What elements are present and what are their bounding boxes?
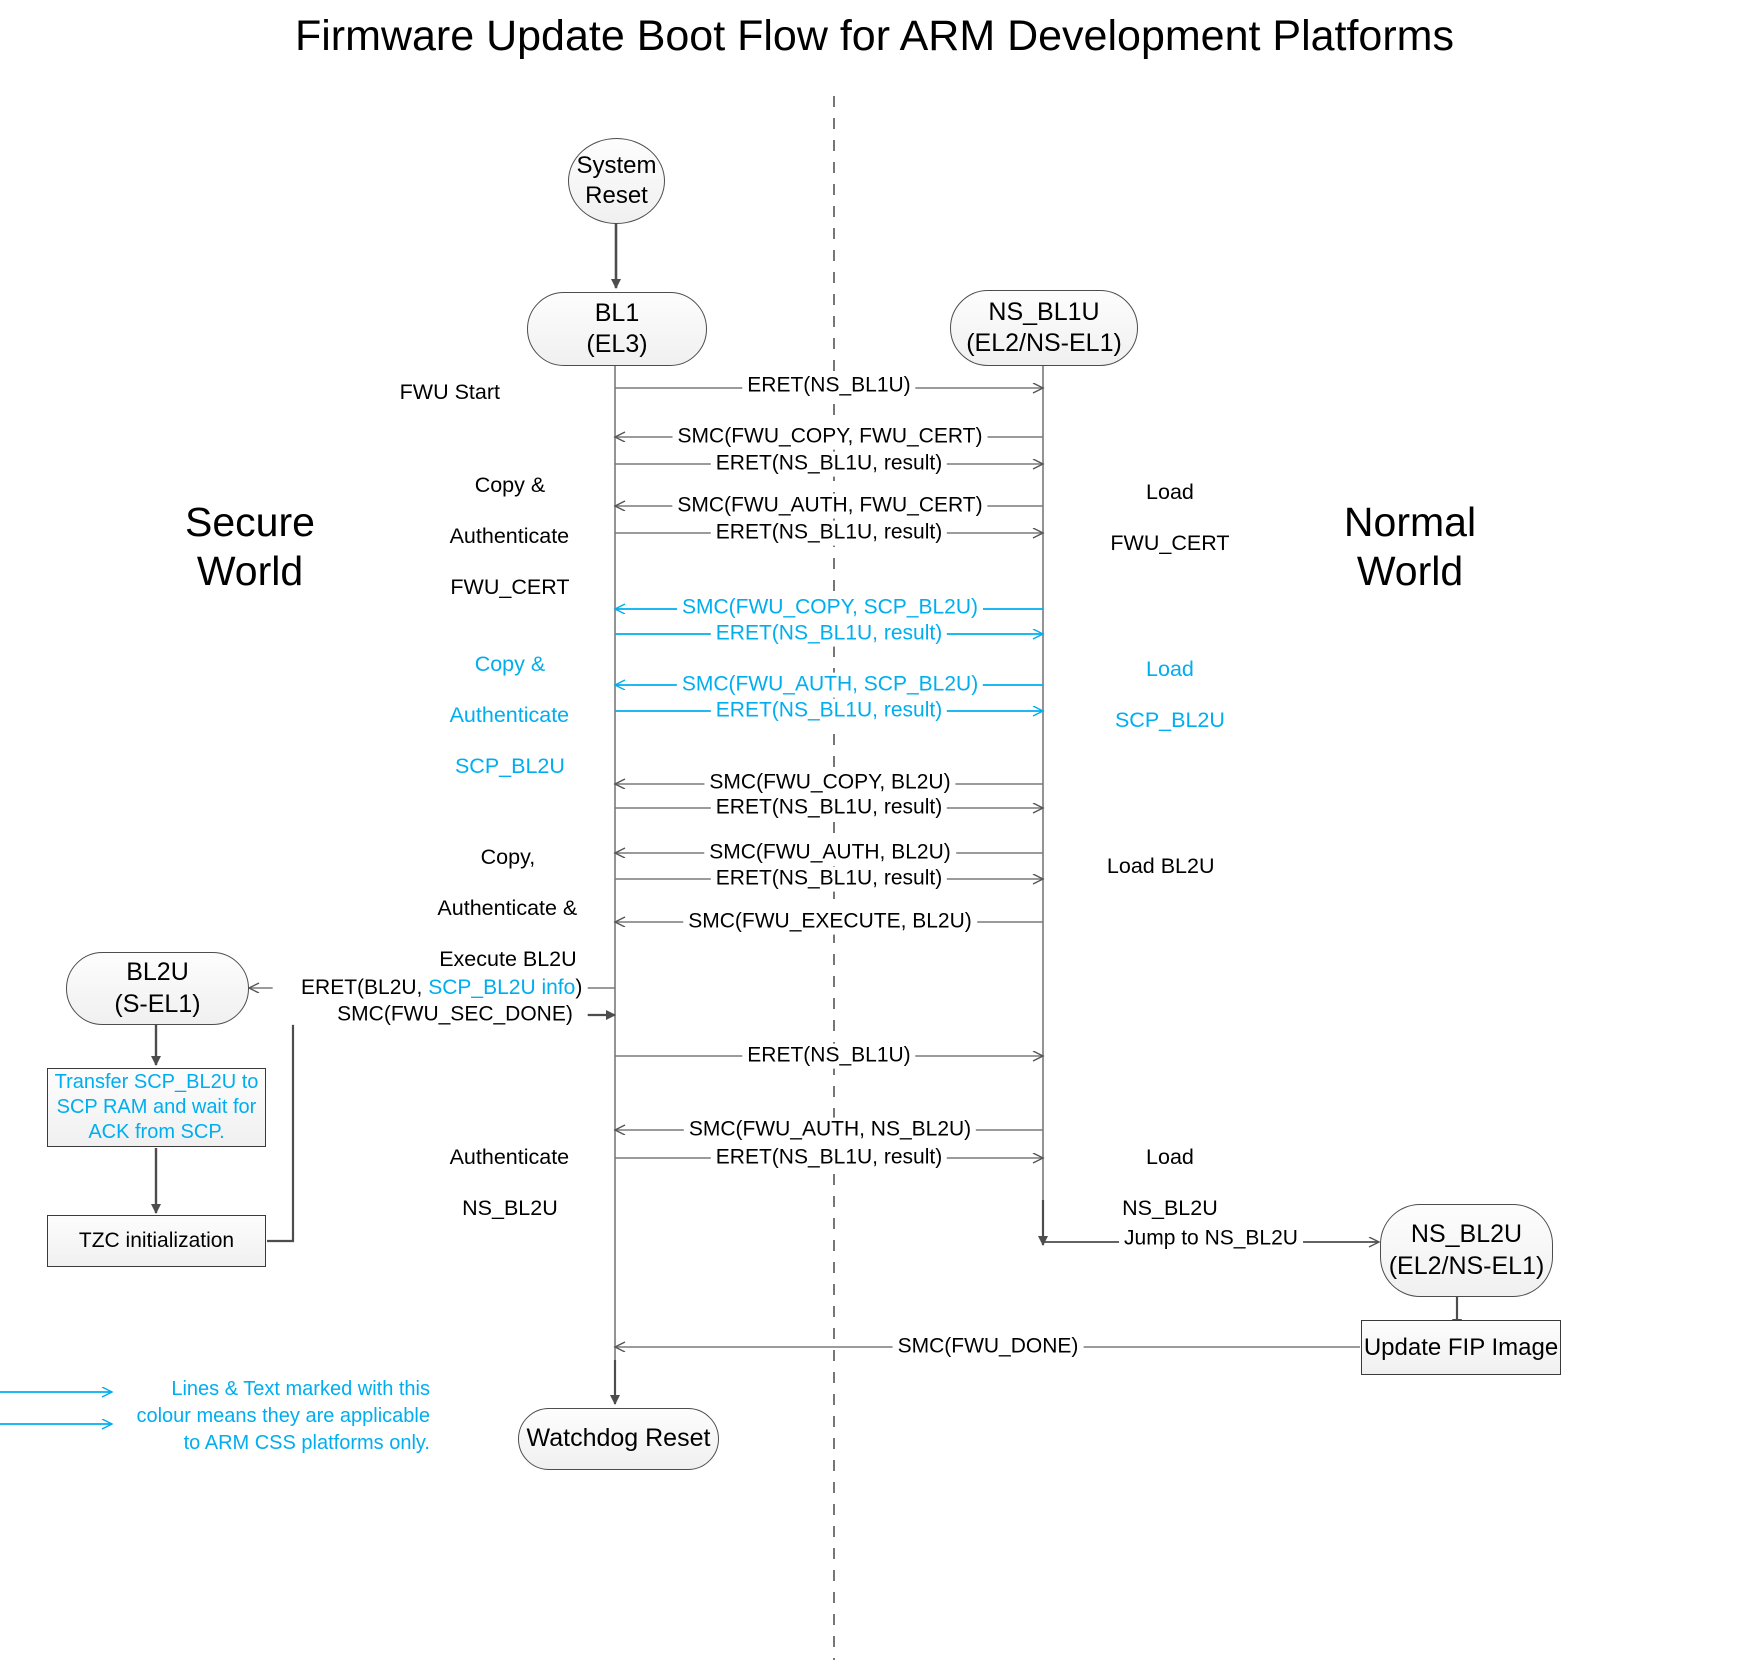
node-update-fip-image[interactable]: Update FIP Image xyxy=(1361,1320,1561,1375)
node-ns-bl1u-line2: (EL2/NS-EL1) xyxy=(966,329,1122,357)
ann-load-bl2u-line1: Load BL2U xyxy=(1106,854,1215,879)
message-label-smc-fwu-auth-ns-bl2u: SMC(FWU_AUTH, NS_BL2U) xyxy=(683,1117,977,1143)
node-bl1[interactable]: BL1 (EL3) xyxy=(527,292,707,366)
node-bl1-line1: BL1 xyxy=(594,298,640,327)
node-watchdog-label: Watchdog Reset xyxy=(526,1424,711,1453)
message-label-smc-fwu-execute-bl2u: SMC(FWU_EXECUTE, BL2U) xyxy=(683,909,977,935)
message-label-smc-fwu-auth-fwu-cert: SMC(FWU_AUTH, FWU_CERT) xyxy=(672,493,988,519)
node-update-fip-label: Update FIP Image xyxy=(1363,1333,1559,1361)
ann-bl2u-line3: Execute BL2U xyxy=(439,946,577,971)
message-label-eret-result-4: ERET(NS_BL1U, result) xyxy=(710,698,948,724)
normal-world-line1: Normal xyxy=(1343,499,1477,545)
annotation-authenticate-ns-bl2u: Authenticate NS_BL2U xyxy=(398,1120,598,1247)
ann-nsbl2u-line2: NS_BL2U xyxy=(462,1196,558,1221)
legend-line3: to ARM CSS platforms only. xyxy=(183,1432,430,1454)
node-transfer-scp-bl2u[interactable]: Transfer SCP_BL2U to SCP RAM and wait fo… xyxy=(47,1068,266,1147)
ann-load-fwucert-line2: FWU_CERT xyxy=(1110,531,1230,556)
annotation-load-bl2u: Load BL2U xyxy=(1083,829,1263,905)
message-label-eret-result-1: ERET(NS_BL1U, result) xyxy=(710,451,948,477)
node-system-reset[interactable]: System Reset xyxy=(568,138,665,224)
ann-fwucert-line1: Copy & xyxy=(474,473,546,498)
ann-load-scp-line1: Load xyxy=(1146,657,1194,682)
message-label-eret-result-6: ERET(NS_BL1U, result) xyxy=(710,866,948,892)
eret-bl2u-prefix: ERET(BL2U, xyxy=(301,975,429,999)
node-ns-bl2u-line2: (EL2/NS-EL1) xyxy=(1388,1251,1545,1280)
node-bl2u-line2: (S-EL1) xyxy=(114,989,201,1018)
annotation-copy-authenticate-fwu-cert: Copy & Authenticate FWU_CERT xyxy=(398,448,598,626)
node-ns-bl1u-line1: NS_BL1U xyxy=(988,297,1100,326)
ann-load-fwucert-line1: Load xyxy=(1146,480,1194,505)
node-transfer-scp-line3: ACK from SCP. xyxy=(88,1121,225,1143)
annotation-load-scp-bl2u: Load SCP_BL2U xyxy=(1083,632,1233,759)
ann-load-scp-line2: SCP_BL2U xyxy=(1114,708,1225,733)
node-ns-bl1u[interactable]: NS_BL1U (EL2/NS-EL1) xyxy=(950,290,1138,366)
ann-load-nsbl2u-line2: NS_BL2U xyxy=(1122,1196,1218,1221)
annotation-load-ns-bl2u: Load NS_BL2U xyxy=(1083,1120,1233,1247)
message-label-smc-fwu-auth-scp-bl2u: SMC(FWU_AUTH, SCP_BL2U) xyxy=(676,672,984,698)
annotation-load-fwu-cert: Load FWU_CERT xyxy=(1083,455,1233,582)
message-label-eret-result-3: ERET(NS_BL1U, result) xyxy=(710,621,948,647)
ann-bl2u-line2: Authenticate & xyxy=(437,896,578,921)
node-system-reset-line1: System xyxy=(576,152,657,179)
annotation-copy-authenticate-execute-bl2u: Copy, Authenticate & Execute BL2U xyxy=(391,820,601,998)
page-title: Firmware Update Boot Flow for ARM Develo… xyxy=(294,12,1454,60)
eret-bl2u-suffix: ) xyxy=(575,975,583,999)
ann-scpbl2u-line1: Copy & xyxy=(474,652,546,677)
node-watchdog-reset[interactable]: Watchdog Reset xyxy=(518,1408,719,1470)
ann-fwucert-line2: Authenticate xyxy=(449,524,570,549)
legend-line2: colour means they are applicable xyxy=(136,1405,430,1427)
node-system-reset-line2: Reset xyxy=(585,182,648,209)
legend-note: Lines & Text marked with this colour mea… xyxy=(120,1376,430,1457)
ann-scpbl2u-line2: Authenticate xyxy=(449,703,570,728)
annotation-fwu-start: FWU Start xyxy=(399,380,500,404)
secure-world-label: Secure World xyxy=(120,498,380,596)
normal-world-line2: World xyxy=(1356,548,1464,595)
secure-world-line1: Secure xyxy=(185,499,315,545)
node-ns-bl2u-line1: NS_BL2U xyxy=(1410,1220,1523,1249)
ann-bl2u-line1: Copy, xyxy=(480,845,536,870)
node-bl1-line2: (EL3) xyxy=(586,330,648,358)
message-label-smc-fwu-done: SMC(FWU_DONE) xyxy=(892,1334,1084,1360)
node-transfer-scp-line1: Transfer SCP_BL2U to xyxy=(54,1071,259,1093)
eret-bl2u-cyan-part: SCP_BL2U info xyxy=(428,975,576,999)
message-label-eret-result-5: ERET(NS_BL1U, result) xyxy=(710,795,948,821)
secure-world-line2: World xyxy=(196,548,304,595)
message-label-eret-ns-bl1u-2: ERET(NS_BL1U) xyxy=(742,1043,916,1069)
normal-world-label: Normal World xyxy=(1275,498,1545,596)
message-label-smc-fwu-copy-scp-bl2u: SMC(FWU_COPY, SCP_BL2U) xyxy=(676,595,984,621)
node-bl2u-line1: BL2U xyxy=(126,958,189,987)
node-tzc-initialization[interactable]: TZC initialization xyxy=(47,1215,266,1267)
node-ns-bl2u[interactable]: NS_BL2U (EL2/NS-EL1) xyxy=(1380,1204,1553,1297)
message-label-eret-ns-bl1u-1: ERET(NS_BL1U) xyxy=(742,373,916,399)
node-transfer-scp-line2: SCP RAM and wait for xyxy=(56,1096,257,1118)
node-bl2u[interactable]: BL2U (S-EL1) xyxy=(66,952,249,1025)
message-label-eret-result-7: ERET(NS_BL1U, result) xyxy=(710,1145,948,1171)
node-tzc-label: TZC initialization xyxy=(78,1228,235,1252)
message-label-smc-fwu-copy-fwu-cert: SMC(FWU_COPY, FWU_CERT) xyxy=(672,424,988,450)
annotation-copy-authenticate-scp-bl2u: Copy & Authenticate SCP_BL2U xyxy=(398,627,598,805)
message-label-jump-to-ns-bl2u: Jump to NS_BL2U xyxy=(1119,1226,1303,1252)
ann-scpbl2u-line3: SCP_BL2U xyxy=(454,753,565,778)
ann-nsbl2u-line1: Authenticate xyxy=(449,1145,570,1170)
message-label-eret-result-2: ERET(NS_BL1U, result) xyxy=(710,520,948,546)
message-label-smc-fwu-sec-done: SMC(FWU_SEC_DONE) xyxy=(332,1002,578,1028)
ann-fwucert-line3: FWU_CERT xyxy=(450,574,570,599)
message-label-smc-fwu-auth-bl2u: SMC(FWU_AUTH, BL2U) xyxy=(704,840,956,866)
ann-load-nsbl2u-line1: Load xyxy=(1146,1145,1194,1170)
legend-line1: Lines & Text marked with this xyxy=(171,1378,430,1400)
message-label-smc-fwu-copy-bl2u: SMC(FWU_COPY, BL2U) xyxy=(704,770,956,796)
